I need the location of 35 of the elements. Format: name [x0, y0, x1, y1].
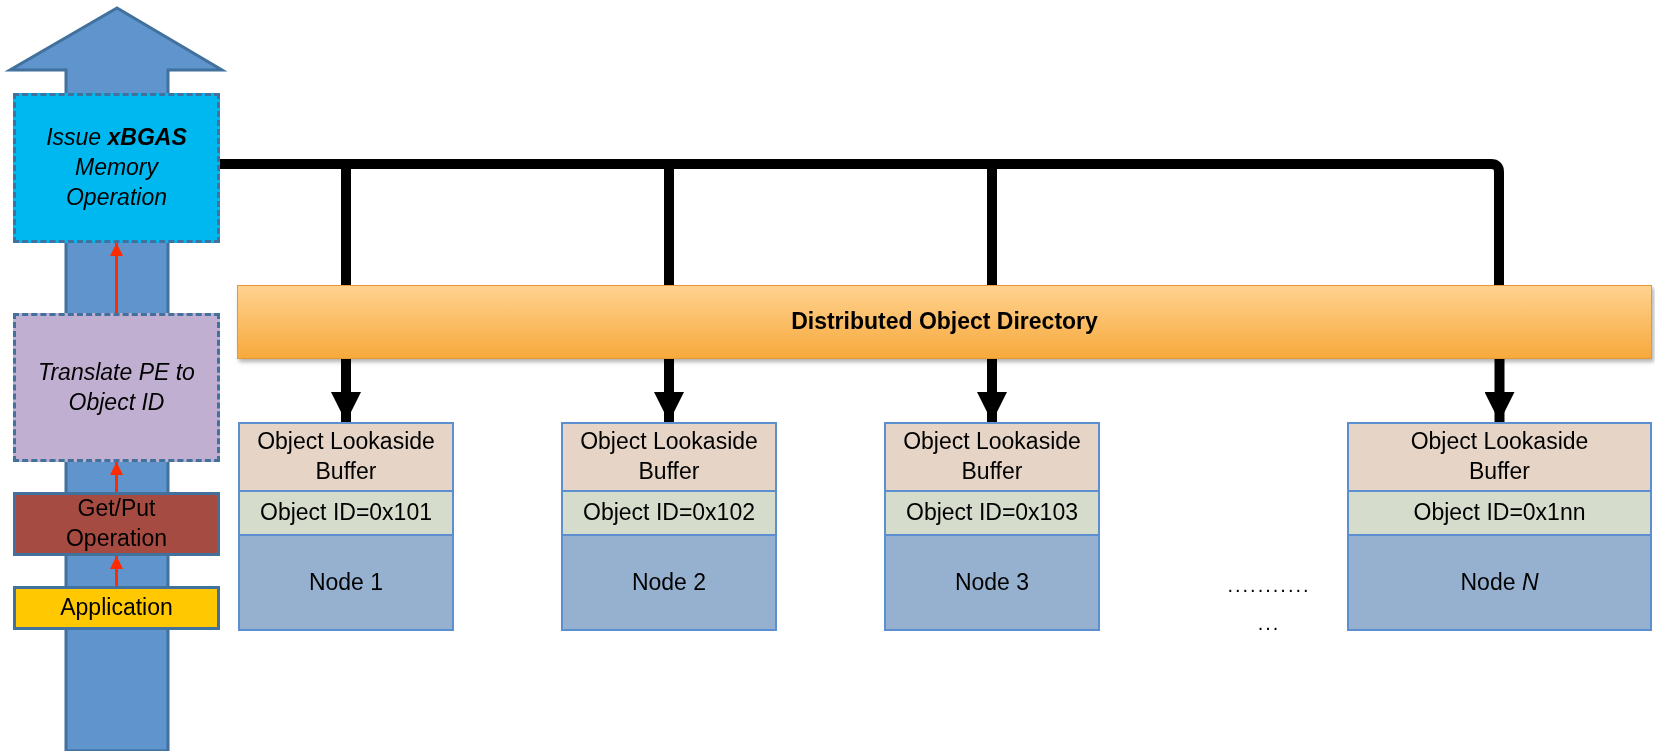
arrow [977, 359, 1007, 422]
ellipsis-text: ........... [1226, 574, 1312, 597]
object-id-band: Object ID=0x101 [238, 492, 454, 536]
node-stack [1347, 422, 1652, 631]
arrow [110, 556, 123, 586]
node-stack [884, 422, 1100, 631]
object-id-band: Object ID=0x1nn [1347, 492, 1652, 536]
arrow [110, 462, 123, 492]
ellipsis-text: ... [1256, 612, 1282, 635]
object-id-band: Object ID=0x103 [884, 492, 1100, 536]
node-stack [561, 422, 777, 631]
arrow [331, 359, 361, 422]
arrow [1484, 359, 1515, 422]
buffer-band: Object Lookaside Buffer [238, 422, 454, 492]
node-text: Get/Put Operation [65, 494, 168, 553]
arrow [110, 243, 123, 313]
buffer-band: Object Lookaside Buffer [1347, 422, 1652, 492]
process-box [13, 313, 220, 462]
node-text: Application [59, 593, 174, 623]
process-box [13, 492, 220, 556]
buffer-band: Object Lookaside Buffer [884, 422, 1100, 492]
process-box [13, 93, 220, 243]
node-band: Node 2 [561, 536, 777, 631]
directory-bar [237, 285, 1652, 359]
arrow [654, 359, 684, 422]
node-text: Translate PE to Object ID [37, 357, 196, 417]
object-id-band: Object ID=0x102 [561, 492, 777, 536]
node-text: Distributed Object Directory [790, 307, 1099, 337]
process-box [13, 586, 220, 630]
node-text: Issue xBGAS Memory Operation [45, 123, 188, 212]
buffer-band: Object Lookaside Buffer [561, 422, 777, 492]
node-band: Node N [1347, 536, 1652, 631]
node-band: Node 3 [884, 536, 1100, 631]
node-band: Node 1 [238, 536, 454, 631]
node-stack [238, 422, 454, 631]
